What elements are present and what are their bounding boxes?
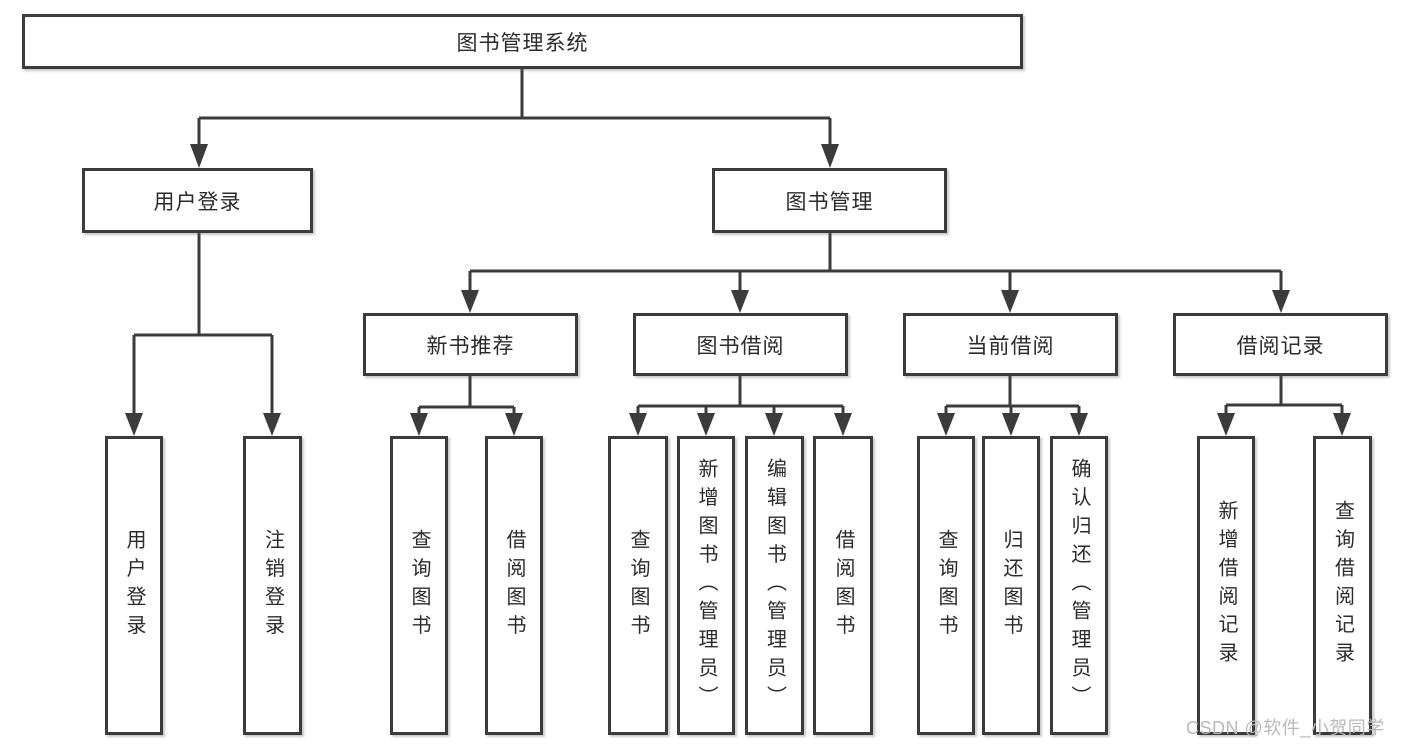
leaf-user-login: 用户登录: [105, 436, 163, 735]
node-label: 查询图书: [408, 528, 430, 643]
node-borrow-records: 借阅记录: [1173, 313, 1388, 376]
leaf-query-borrow-record: 查询借阅记录: [1313, 436, 1372, 735]
node-label: 新书推荐: [426, 333, 515, 358]
node-label: 当前借阅: [966, 333, 1055, 358]
csdn-watermark: CSDN @软件_小贺同学: [1186, 718, 1385, 738]
arrowhead: [1070, 413, 1088, 436]
wire-root-to-level2: [197, 68, 832, 145]
node-label: 图书管理: [785, 189, 874, 214]
leaf-confirm-return-admin: 确认归还（管理员）: [1050, 436, 1108, 735]
node-label: 借阅记录: [1236, 333, 1325, 358]
node-label: 确认归还（管理员）: [1068, 457, 1090, 714]
node-book-borrow: 图书借阅: [633, 313, 848, 376]
arrowhead: [410, 413, 428, 436]
node-label: 图书管理系统: [456, 30, 589, 55]
leaf-logout: 注销登录: [243, 436, 302, 735]
node-label: 查询图书: [627, 528, 649, 643]
node-book-management: 图书管理: [712, 168, 947, 233]
leaf-edit-book-admin: 编辑图书（管理员）: [745, 436, 804, 735]
node-new-book-recommend: 新书推荐: [363, 313, 578, 376]
node-label: 用户登录: [123, 528, 145, 643]
arrowhead: [1002, 413, 1020, 436]
leaf-query-books-recommend: 查询图书: [390, 436, 448, 735]
leaf-borrow-books: 借阅图书: [813, 436, 873, 735]
arrowhead: [190, 144, 208, 168]
node-user-login: 用户登录: [82, 168, 313, 233]
wire-new-book-children: [417, 375, 516, 414]
arrowhead: [834, 413, 852, 436]
arrowhead: [1272, 290, 1290, 313]
node-label: 查询图书: [935, 528, 957, 643]
node-label: 图书借阅: [696, 333, 785, 358]
arrowhead: [1217, 413, 1235, 436]
wire-book-management-children: [468, 232, 1283, 291]
node-current-borrow: 当前借阅: [903, 313, 1118, 376]
arrowhead: [1333, 413, 1351, 436]
node-root: 图书管理系统: [22, 14, 1023, 69]
arrowhead: [125, 413, 143, 436]
node-label: 查询借阅记录: [1331, 500, 1354, 671]
leaf-borrow-books-recommend: 借阅图书: [485, 436, 543, 735]
leaf-add-borrow-record: 新增借阅记录: [1197, 436, 1255, 735]
arrowhead: [505, 413, 523, 436]
node-label: 归还图书: [1000, 528, 1022, 643]
leaf-return-book: 归还图书: [982, 436, 1040, 735]
arrowhead: [461, 290, 479, 313]
arrowhead: [629, 413, 647, 436]
node-label: 用户登录: [153, 189, 242, 214]
arrowhead: [697, 413, 715, 436]
node-label: 新增借阅记录: [1215, 500, 1237, 671]
arrowhead: [731, 290, 749, 313]
arrowhead: [765, 413, 783, 436]
node-label: 新增图书（管理员）: [695, 457, 717, 714]
wire-user-login-children: [132, 232, 274, 414]
arrowhead: [1001, 290, 1019, 313]
node-label: 借阅图书: [832, 528, 854, 643]
node-label: 编辑图书（管理员）: [763, 457, 786, 714]
arrowhead: [263, 413, 281, 436]
arrowhead: [821, 144, 839, 168]
wire-book-borrow-children: [636, 375, 845, 414]
leaf-add-book-admin: 新增图书（管理员）: [677, 436, 735, 735]
wire-borrow-records-children: [1224, 375, 1344, 414]
node-label: 注销登录: [261, 528, 284, 643]
leaf-query-books-borrow: 查询图书: [608, 436, 668, 735]
arrowhead: [937, 413, 955, 436]
node-label: 借阅图书: [503, 528, 525, 643]
leaf-query-books-current: 查询图书: [917, 436, 975, 735]
wire-current-borrow-children: [944, 375, 1081, 414]
